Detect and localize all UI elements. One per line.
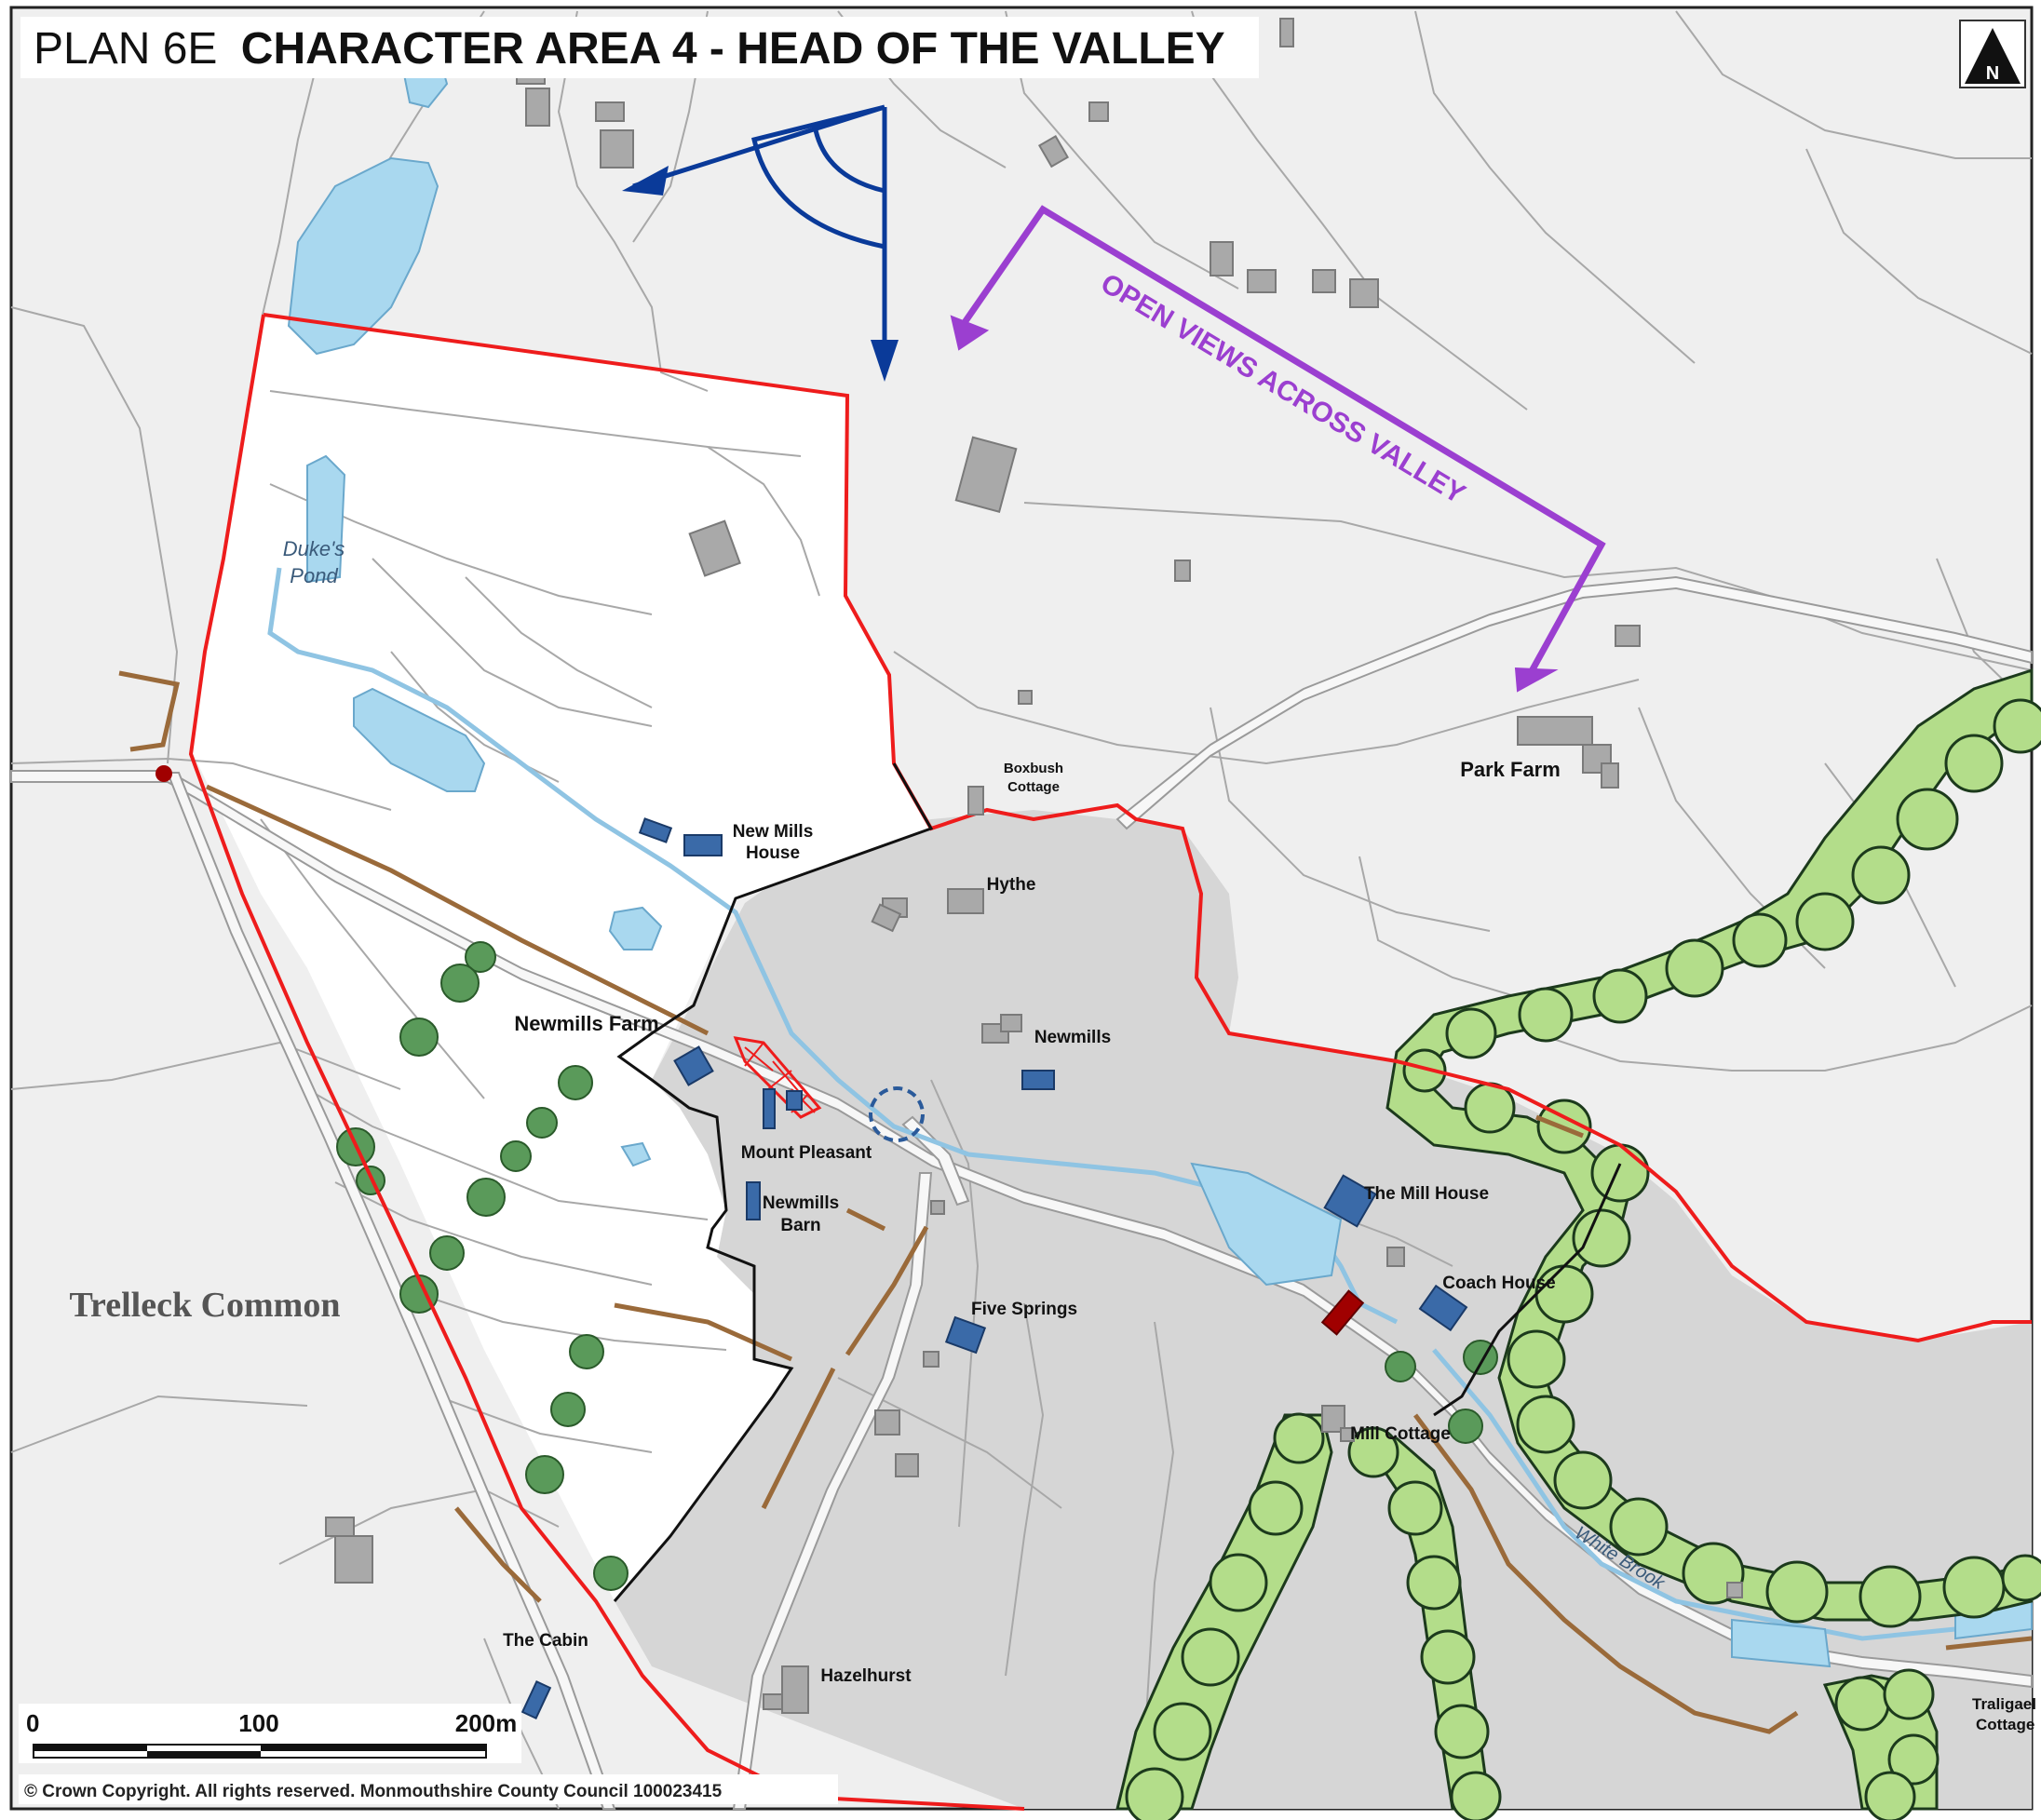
field-boundaries — [10, 10, 2033, 1810]
the-cabin-label: The Cabin — [503, 1631, 588, 1651]
boxbush-label-2: Cottage — [1007, 779, 1060, 795]
open-views-arrow — [956, 205, 1606, 681]
title-main: CHARACTER AREA 4 - HEAD OF THE VALLEY — [241, 24, 1225, 74]
water-bodies — [287, 49, 2033, 1668]
long-pond — [353, 687, 486, 792]
scale-bar: 0 100 200m — [19, 1704, 521, 1763]
hazelhurst-label: Hazelhurst — [820, 1666, 912, 1686]
tralgaer-label-1: Traligael — [1972, 1695, 2036, 1713]
north-arrow: N — [1959, 20, 2026, 88]
scale-tick-0: 0 — [26, 1709, 39, 1737]
tralgaer-label-2: Cottage — [1976, 1716, 2034, 1733]
views-arrowhead-west — [950, 315, 990, 351]
copyright-text: © Crown Copyright. All rights reserved. … — [24, 1782, 723, 1801]
newmills-barn-label-1: Newmills — [763, 1193, 839, 1213]
coach-house-label: Coach House — [1442, 1274, 1555, 1293]
title-prefix: PLAN 6E — [34, 24, 217, 74]
views-arrowhead-south — [1514, 667, 1559, 693]
boxbush-label-1: Boxbush — [1004, 761, 1063, 776]
individual-trees — [336, 941, 1498, 1591]
new-mills-house-label-2: House — [746, 843, 800, 863]
scale-seg-2 — [147, 1751, 261, 1758]
tree-belt-bumps — [1125, 698, 2041, 1820]
road-junction-marker — [155, 765, 172, 782]
dukes-pond-label-1: Duke's — [283, 537, 345, 560]
hatched-enclosure — [733, 1036, 822, 1119]
park-farm-label: Park Farm — [1460, 758, 1561, 781]
newmills-barn-label-2: Barn — [780, 1216, 820, 1235]
newmills-farm-label: Newmills Farm — [514, 1012, 658, 1035]
trelleck-common-label: Trelleck Common — [70, 1286, 341, 1325]
map-title: PLAN 6E CHARACTER AREA 4 - HEAD OF THE V… — [34, 24, 1225, 74]
dukes-pond — [306, 454, 346, 584]
copyright-background — [19, 1774, 838, 1804]
area-boundary-north — [263, 313, 2032, 1343]
dukes-pond-label-2: Pond — [290, 564, 338, 587]
new-mills-house-label-1: New Mills — [733, 822, 814, 842]
north-arrow-label: N — [1986, 63, 1999, 84]
sub-area-boundary-east — [1433, 1163, 1622, 1417]
scale-tick-100: 100 — [238, 1709, 278, 1737]
key-building — [1320, 1289, 1365, 1336]
round-pond — [608, 906, 663, 950]
viewpoint-arrows — [632, 104, 887, 354]
newmills-label: Newmills — [1034, 1028, 1111, 1047]
scale-seg-1 — [34, 1745, 147, 1751]
viewpoint-circle — [869, 1086, 925, 1142]
north-pond — [287, 156, 439, 356]
mill-pond — [1190, 1162, 1343, 1287]
title-background — [20, 17, 1259, 78]
area-boundary-west — [188, 314, 1025, 1811]
north-arrow-icon — [1965, 28, 2021, 84]
scale-tick-200: 200m — [455, 1709, 518, 1737]
grey-buildings — [325, 18, 1743, 1714]
east-pond — [1731, 1618, 1831, 1668]
hythe-label: Hythe — [987, 875, 1036, 895]
sub-area-boundary — [613, 762, 934, 1602]
viewpoint-arrowhead-south — [871, 340, 899, 382]
listed-buildings — [520, 817, 1468, 1720]
the-mill-house-label: The Mill House — [1364, 1184, 1489, 1204]
five-springs-label: Five Springs — [971, 1300, 1077, 1319]
footpaths — [118, 670, 2033, 1734]
mill-cottage-label: Mill Cottage — [1350, 1424, 1451, 1444]
scale-seg-3 — [261, 1745, 486, 1751]
mount-pleasant-label: Mount Pleasant — [741, 1143, 872, 1163]
tiny-pond — [620, 1141, 652, 1167]
viewpoint-arrowhead-west — [622, 166, 669, 195]
